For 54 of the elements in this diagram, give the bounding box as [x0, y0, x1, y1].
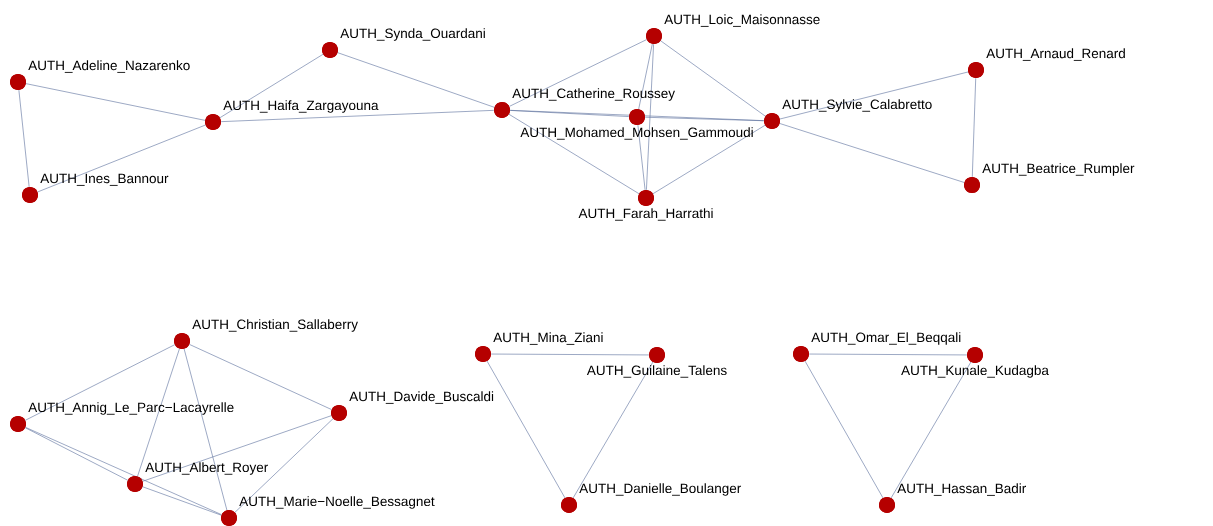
edge-line	[37, 124, 206, 193]
edge-line	[572, 361, 654, 499]
edge-line	[25, 427, 128, 481]
vertex-label: AUTH_Arnaud_Renard	[986, 48, 1125, 61]
edge-line	[779, 71, 969, 120]
vertex-label: AUTH_Ines_Bannour	[40, 173, 169, 186]
edge-line	[142, 415, 332, 482]
edge-line	[646, 43, 654, 191]
edge-line	[486, 360, 566, 499]
edge-line	[234, 418, 334, 513]
edge-line	[509, 39, 647, 107]
vertex-label: AUTH_Sylvie_Calabretto	[782, 99, 932, 112]
edge-line	[25, 83, 206, 121]
edge-line	[220, 110, 495, 122]
edge-line	[137, 348, 180, 477]
vertex-label: AUTH_Christian_Sallaberry	[192, 319, 358, 332]
edge-line	[142, 486, 222, 516]
vertex-label: AUTH_Mina_Ziani	[493, 332, 603, 345]
edge-line	[779, 123, 965, 183]
vertex-label: AUTH_Farah_Harrathi	[578, 208, 713, 221]
edge-line	[25, 427, 222, 515]
vertex-label: AUTH_Guilaine_Talens	[586, 365, 727, 378]
edge-line	[183, 348, 228, 511]
vertex-label: AUTH_Marie−Noelle_Bessagnet	[239, 496, 435, 509]
vertex-label: AUTH_Beatrice_Rumpler	[982, 163, 1135, 176]
edge-line	[219, 54, 324, 118]
edge-line	[890, 361, 972, 499]
edge-line	[652, 124, 766, 194]
edge-line	[18, 89, 30, 188]
edge-line	[804, 360, 884, 499]
edge-line	[660, 40, 766, 117]
edge-line	[490, 353, 650, 356]
vertex-label: AUTH_Albert_Royer	[145, 462, 268, 475]
vertex-label: AUTH_Davide_Buscaldi	[349, 391, 494, 404]
edge-line	[644, 116, 765, 122]
edge-line	[25, 344, 175, 421]
vertex-label: AUTH_Adeline_Nazarenko	[28, 60, 190, 73]
vertex-label: AUTH_Danielle_Boulanger	[579, 483, 742, 496]
edge-line	[508, 113, 640, 194]
vertex-label: AUTH_Haifa_Zargayouna	[223, 100, 379, 113]
edge-line	[637, 124, 646, 191]
edge-line	[189, 344, 332, 410]
vertex-label: AUTH_Mohamed_Mohsen_Gammoudi	[520, 127, 753, 140]
vertex-label: AUTH_Kunale_Kudagba	[901, 365, 1049, 378]
edge-line	[337, 52, 495, 108]
vertex-label: AUTH_Annig_Le_Parc−Lacayrelle	[28, 402, 234, 415]
vertex-label: AUTH_Loic_Maisonnasse	[664, 14, 820, 27]
vertex-label: AUTH_Catherine_Roussey	[512, 88, 675, 101]
edge-line	[808, 353, 968, 356]
edge-line	[638, 43, 653, 110]
vertex-label: AUTH_Omar_El_Beqqali	[811, 332, 961, 345]
edge-line	[972, 77, 976, 178]
vertex-label: AUTH_Hassan_Badir	[897, 483, 1026, 496]
vertex-label: AUTH_Synda_Ouardani	[340, 28, 485, 41]
